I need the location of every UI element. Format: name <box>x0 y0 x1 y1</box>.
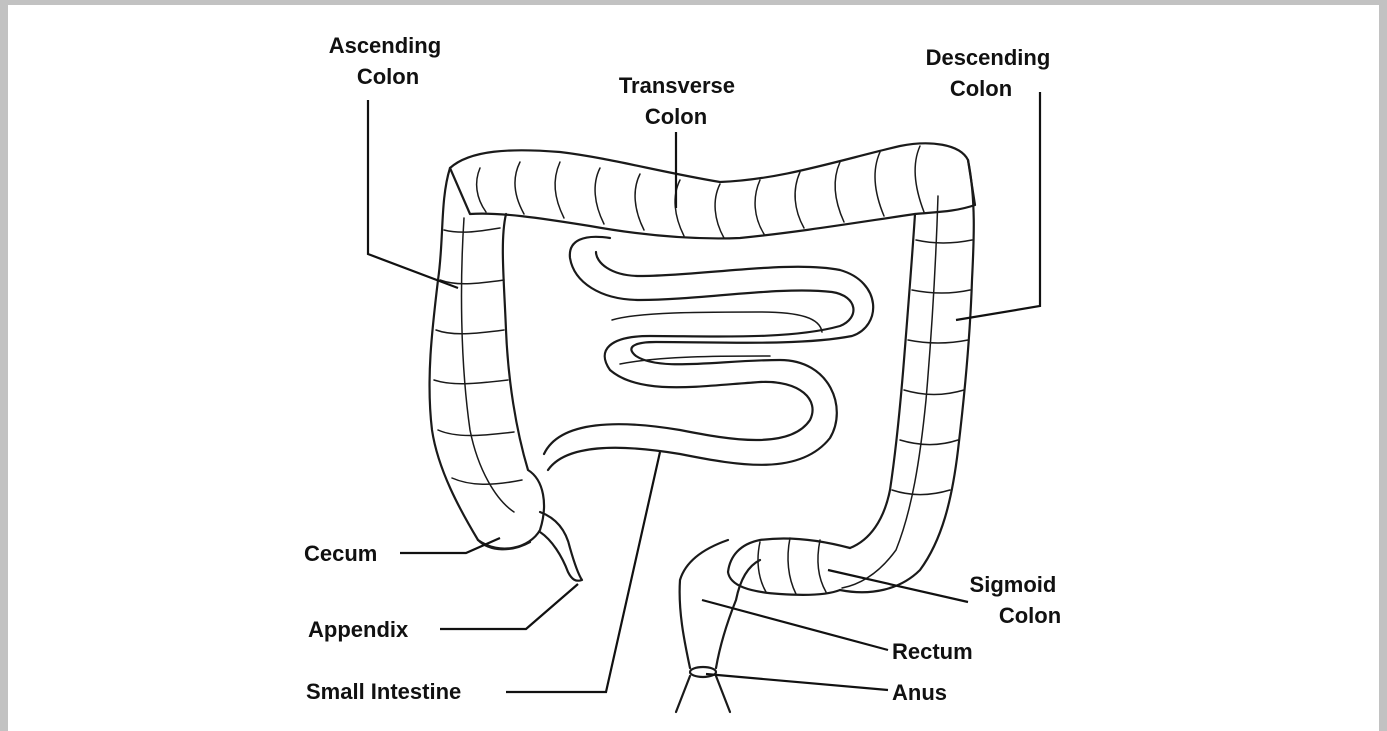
appendix-label: Appendix <box>308 617 409 642</box>
small-intestine-leader <box>506 452 660 692</box>
rectum-leader <box>702 600 888 650</box>
anus-label: Anus <box>892 680 947 705</box>
ascending-haustra <box>434 228 522 484</box>
sigmoid-colon-label-line2: Colon <box>999 603 1061 628</box>
sigmoid-colon-label-line1: Sigmoid <box>970 572 1057 597</box>
transverse-colon-label-line1: Transverse <box>619 73 735 98</box>
transverse-colon-label: Transverse Colon <box>619 73 741 129</box>
leader-lines <box>368 92 1040 692</box>
colon-illustration <box>430 143 975 712</box>
transverse-colon-label-line2: Colon <box>645 104 707 129</box>
small-intestine-label: Small Intestine <box>306 679 461 704</box>
anal-canal <box>676 676 730 712</box>
ascending-colon-label: Ascending Colon <box>329 33 448 89</box>
transverse-colon-shape <box>450 143 975 238</box>
descending-taenia <box>842 196 938 588</box>
descending-colon-label-line2: Colon <box>950 76 1012 101</box>
rectum-label: Rectum <box>892 639 973 664</box>
descending-colon-shape <box>840 160 974 592</box>
ascending-colon-label-line1: Ascending <box>329 33 441 58</box>
sigmoid-haustra <box>758 538 826 594</box>
cecum-leader <box>400 538 500 553</box>
anus-leader <box>706 674 888 690</box>
ascending-colon-label-line2: Colon <box>357 64 419 89</box>
descending-colon-label-line1: Descending <box>926 45 1051 70</box>
ascending-taenia <box>462 218 514 512</box>
appendix-shape <box>540 512 582 581</box>
sigmoid-colon-label: Sigmoid Colon <box>970 572 1063 628</box>
ascending-colon-shape <box>430 168 544 549</box>
cecum-label: Cecum <box>304 541 377 566</box>
appendix-leader <box>440 584 578 629</box>
transverse-haustra <box>477 146 924 238</box>
small-intestine-shape <box>544 237 873 470</box>
descending-colon-label: Descending Colon <box>926 45 1057 101</box>
